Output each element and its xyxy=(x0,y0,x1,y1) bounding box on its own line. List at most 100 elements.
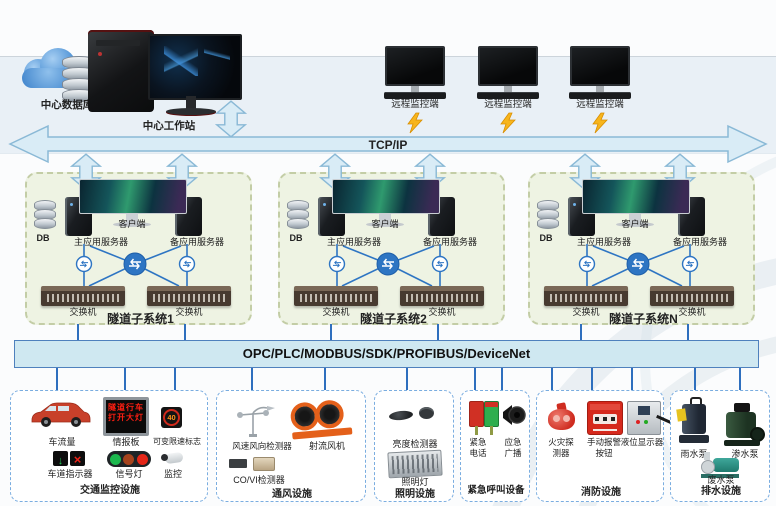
facility-lighting: 亮度检测器 照明灯 照明设施 xyxy=(374,390,454,502)
facility-title: 排水设施 xyxy=(701,486,741,497)
lane-indicator-label: 车道指示器 xyxy=(47,469,93,479)
remote-terminal xyxy=(476,46,540,99)
db-icon xyxy=(287,200,309,229)
emergency-phone-icon xyxy=(484,401,499,435)
led-board-label: 情报板 xyxy=(112,437,140,447)
client-monitor-icon xyxy=(582,179,690,214)
monitor-icon xyxy=(570,46,630,86)
network-links xyxy=(328,244,449,287)
network-links xyxy=(75,244,196,287)
db-icon xyxy=(537,200,559,229)
connector-line xyxy=(631,368,633,390)
central-database-label: 中心数据库 xyxy=(40,99,94,111)
client-label: 客户端 xyxy=(371,219,399,229)
switch-label: 交换机 xyxy=(175,307,203,317)
connector-line xyxy=(324,368,326,390)
floodlight-label: 照明灯 xyxy=(401,477,429,487)
traffic-signal-label: 信号灯 xyxy=(115,469,143,479)
facility-emergency: 紧急电话 应急广播 紧急呼叫设备 xyxy=(460,390,530,502)
client-label: 客户端 xyxy=(621,219,649,229)
main-server-label: 主应用服务器 xyxy=(73,237,128,247)
workstation-monitor-stand xyxy=(186,96,196,109)
workstation-label: 中心工作站 xyxy=(142,120,196,132)
keyboard-icon xyxy=(384,92,446,99)
co-vi-label: CO/VI检测器 xyxy=(233,475,285,485)
db-label: DB xyxy=(289,233,303,243)
connector-line xyxy=(77,324,79,341)
connector-line xyxy=(124,368,126,390)
keyboard-icon xyxy=(569,92,631,99)
workstation-monitor-base xyxy=(166,108,216,115)
facility-drainage: 雨水泵 渗水泵 废水泵 排水设施 xyxy=(670,390,770,502)
connector-line xyxy=(251,368,253,390)
backup-server-label: 备应用服务器 xyxy=(169,237,224,247)
switch-icon xyxy=(41,286,125,306)
subsystem-title: 隧道子系统1 xyxy=(107,312,174,326)
db-label: DB xyxy=(539,233,553,243)
main-server-label: 主应用服务器 xyxy=(326,237,381,247)
remote-terminal xyxy=(568,46,632,99)
monitor-icon xyxy=(385,46,445,86)
car-label: 车流量 xyxy=(48,437,76,447)
facility-ventilation: 风速风向检测器 射流风机 CO/VI检测器 通风设施 xyxy=(216,390,366,502)
backup-server-label: 备应用服务器 xyxy=(672,237,727,247)
connector-line xyxy=(501,368,503,390)
jet-fan-icon xyxy=(289,398,353,440)
switch-icon xyxy=(544,286,628,306)
fire-detector-label: 火灾探测器 xyxy=(548,437,574,458)
switch-icon xyxy=(650,286,734,306)
traffic-signal-icon xyxy=(107,451,151,467)
lane-indicator-icon: ↓× xyxy=(53,451,87,469)
luminance-label: 亮度检测器 xyxy=(392,439,438,449)
remote-terminal-label: 远程监控端 xyxy=(576,99,624,110)
connector-line xyxy=(739,368,741,390)
emergency-phone-icon xyxy=(469,401,484,435)
remote-terminal xyxy=(383,46,447,99)
waste-pump-label: 废水泵 xyxy=(707,475,735,485)
switch-label: 交换机 xyxy=(322,307,350,317)
connector-line xyxy=(687,324,689,341)
network-links xyxy=(578,244,699,287)
keyboard-icon xyxy=(477,92,539,99)
switch-icon xyxy=(147,286,231,306)
facility-title: 照明设施 xyxy=(395,489,435,500)
monitor-icon xyxy=(478,46,538,86)
remote-terminal-label: 远程监控端 xyxy=(391,99,439,110)
main-server-label: 主应用服务器 xyxy=(576,237,631,247)
cctv-camera-icon xyxy=(161,451,187,467)
facility-title: 紧急呼叫设备 xyxy=(467,485,525,496)
connector-line xyxy=(437,324,439,341)
db-label: DB xyxy=(36,233,50,243)
connector-line xyxy=(474,368,476,390)
seepage-pump-icon xyxy=(723,403,765,447)
subsystem-box-n: 客户端 DB 主应用服务器 备应用服务器 交换机 交换机 隧道子系统N xyxy=(528,172,755,326)
switch-icon xyxy=(400,286,484,306)
switch-icon xyxy=(294,286,378,306)
backup-server-label: 备应用服务器 xyxy=(422,237,477,247)
wind-sensor-icon xyxy=(237,406,275,437)
facility-title: 通风设施 xyxy=(272,489,312,500)
connector-line xyxy=(580,324,582,341)
facility-title: 消防设施 xyxy=(581,487,621,498)
subsystem-box-1: 客户端 DB 主应用服务器 备应用服务器 交换机 交换机 隧道子系统1 xyxy=(25,172,252,326)
broadcast-label: 应急广播 xyxy=(504,437,522,458)
db-icon xyxy=(34,200,56,229)
client-monitor-icon xyxy=(79,179,187,214)
loudspeaker-icon xyxy=(503,405,526,425)
car-icon xyxy=(31,402,91,427)
connector-line xyxy=(330,324,332,341)
facility-title: 交通监控设施 xyxy=(80,485,140,496)
switch-label: 交换机 xyxy=(572,307,600,317)
subsystem-box-2: 客户端 DB 主应用服务器 备应用服务器 交换机 交换机 隧道子系统2 xyxy=(278,172,505,326)
switch-label: 交换机 xyxy=(428,307,456,317)
manual-alarm-button-icon xyxy=(587,401,623,435)
speed-limit-label: 可变限速标志 xyxy=(153,437,201,446)
connector-line xyxy=(184,324,186,341)
database-cylinders-icon xyxy=(62,56,96,104)
jet-fan-label: 射流风机 xyxy=(308,441,345,451)
facility-fire: 火灾探测器 手动报警按钮 液位显示器 消防设施 xyxy=(536,390,672,502)
luminance-detector-icon xyxy=(419,407,434,419)
client-label: 客户端 xyxy=(118,219,146,229)
luminance-detector-icon xyxy=(388,409,414,422)
